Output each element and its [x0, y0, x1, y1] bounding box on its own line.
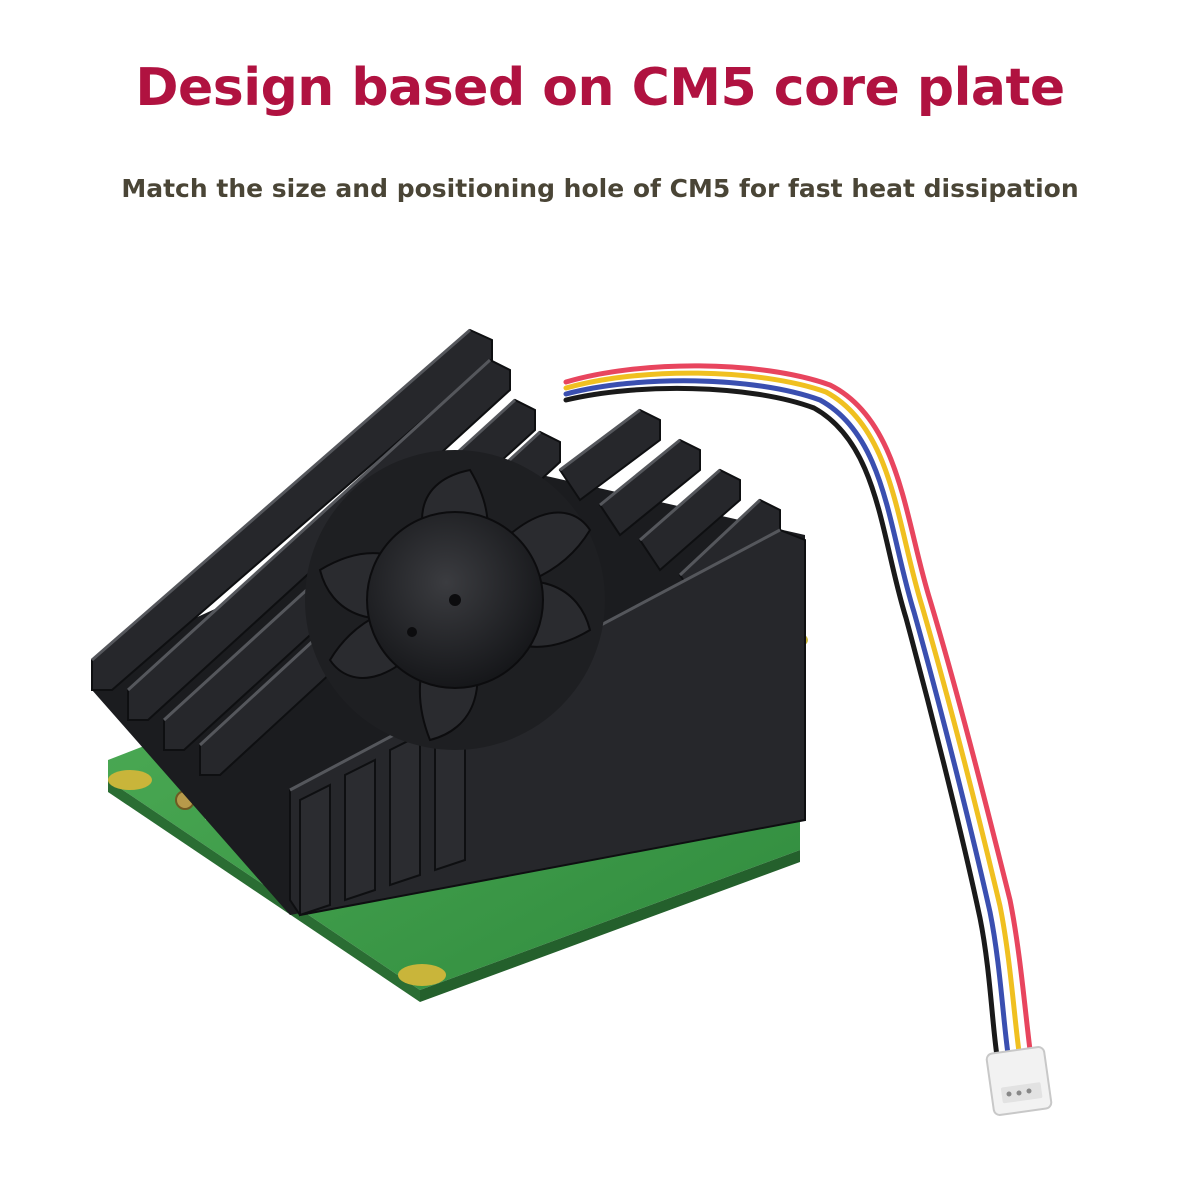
fan: [305, 450, 605, 750]
cable-connector: [985, 1046, 1053, 1116]
page-title: Design based on CM5 core plate: [135, 58, 1065, 118]
page-subtitle: Match the size and positioning hole of C…: [121, 174, 1079, 203]
fan-cable: [563, 363, 1033, 1059]
